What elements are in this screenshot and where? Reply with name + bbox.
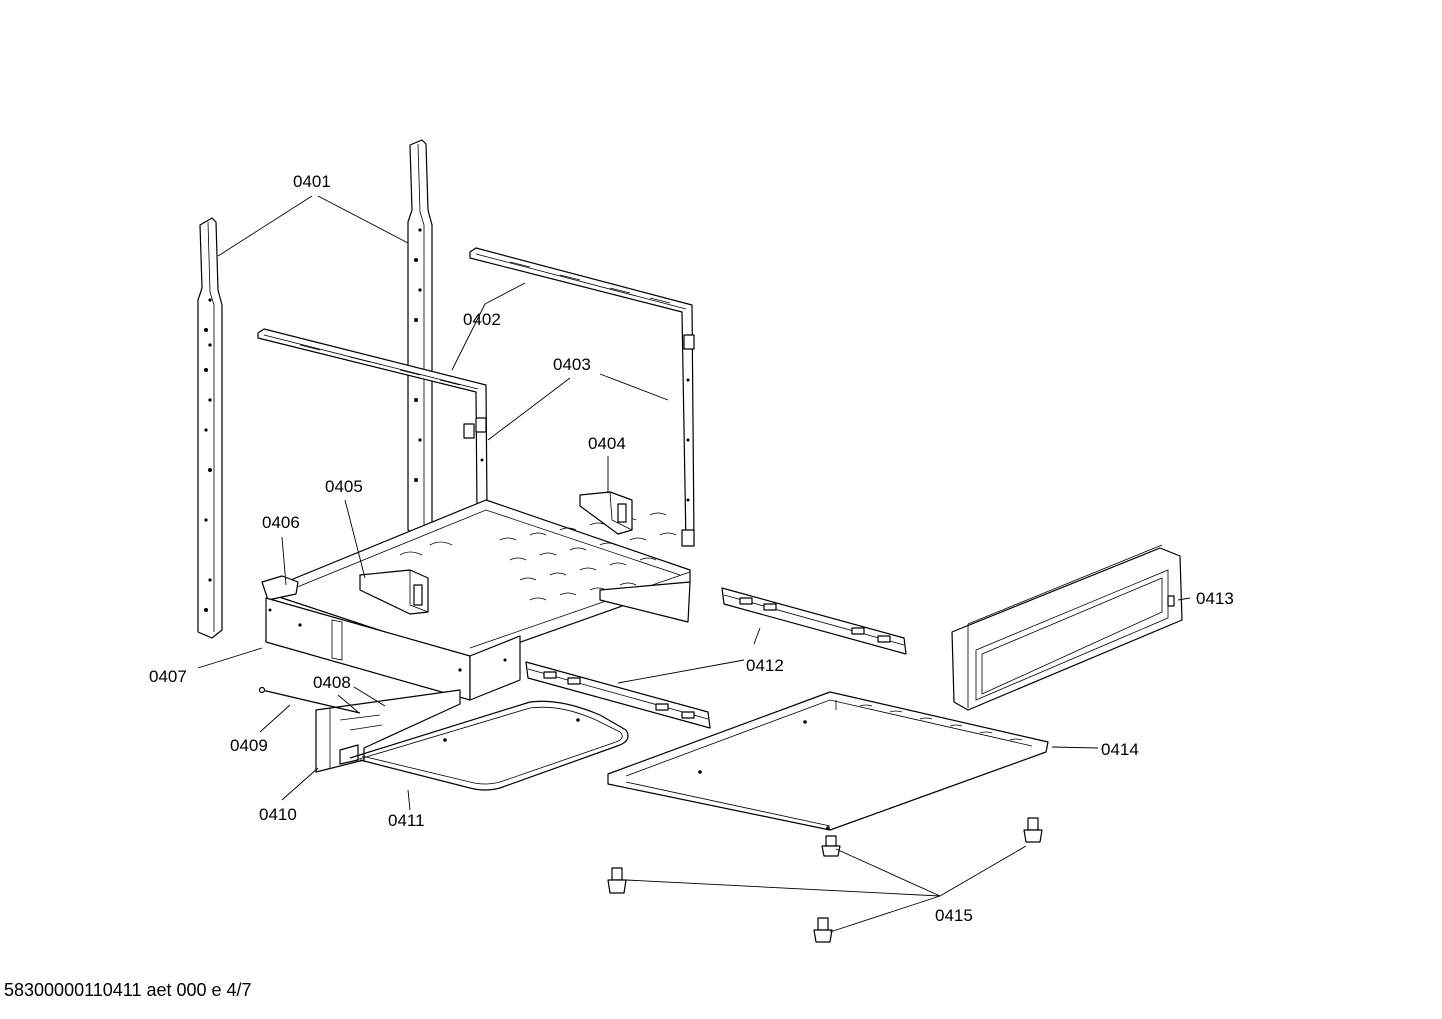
part-0414-base-frame [607,691,1049,831]
part-0401-rear-upright [407,139,433,537]
leader-lines [197,195,1191,933]
part-0407-front-panel [261,575,521,701]
label-0410: 0410 [259,805,297,824]
part-0412-runner-upper [721,587,907,655]
part-0411-frame [349,700,629,791]
part-0412-runner-lower [525,661,711,729]
part-0402-rear-frame [469,247,695,547]
part-0415-foot-2 [1023,817,1043,843]
label-0412: 0412 [746,656,784,675]
label-0401: 0401 [293,172,331,191]
part-0405-bracket [359,569,429,615]
part-0404-bracket [579,491,633,535]
label-0403: 0403 [553,355,591,374]
label-0414: 0414 [1101,740,1139,759]
part-0415-foot-1 [821,835,841,857]
part-0401-left-upright [197,217,223,639]
label-0408: 0408 [313,673,351,692]
label-0405: 0405 [325,477,363,496]
label-0402: 0402 [463,310,501,329]
part-0409-rod [258,686,361,714]
label-0415: 0415 [935,906,973,925]
label-0407: 0407 [149,667,187,686]
label-0406: 0406 [262,513,300,532]
part-0415-foot-3 [607,867,627,894]
label-0404: 0404 [588,434,626,453]
part-0413-door-panel [951,544,1183,711]
label-0409: 0409 [230,736,268,755]
part-0415-foot-4 [813,917,833,943]
part-labels: 0401 0402 0403 0404 0405 0406 0407 0408 … [149,172,1234,925]
label-0413: 0413 [1196,589,1234,608]
document-id: 58300000110411 aet 000 e 4/7 [4,980,252,1000]
label-0411: 0411 [388,811,425,830]
part-0410-side-panel [315,689,461,773]
